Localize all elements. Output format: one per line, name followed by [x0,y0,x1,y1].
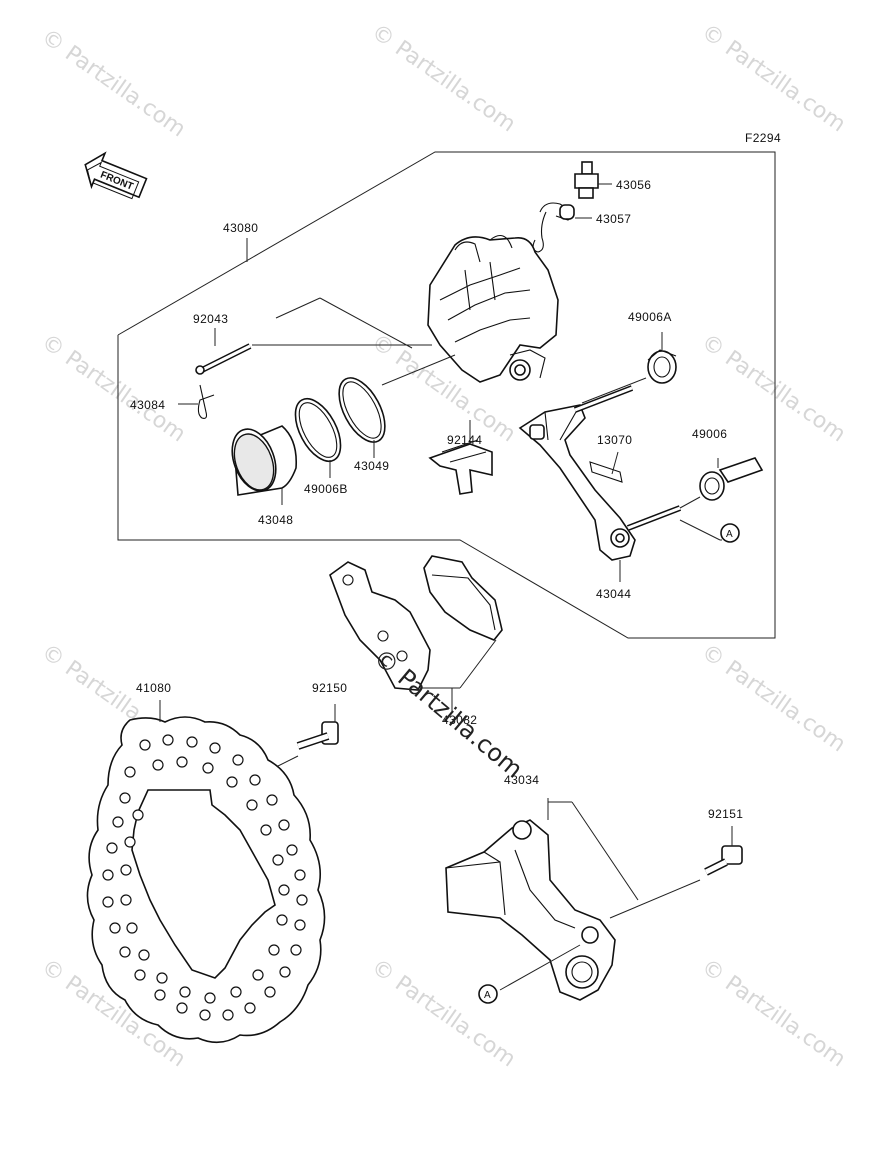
label-49006A: 49006A [628,310,672,324]
watermark: © Partzilla.com [367,19,520,137]
label-43084: 43084 [130,398,165,412]
callout-a-label: A [726,529,733,540]
watermark: © Partzilla.com [367,954,520,1072]
label-92151: 92151 [708,807,743,821]
label-43048: 43048 [258,513,293,527]
boot-49006A [647,349,677,384]
bleeder-valve [574,161,599,199]
label-92144: 92144 [447,433,482,447]
watermark: © Partzilla.com [697,954,850,1072]
label-92043: 92043 [193,312,228,326]
retaining-clip [197,384,215,419]
front-arrow-icon: FRONT [84,151,148,200]
label-43044: 43044 [596,587,631,601]
label-43082: 43082 [442,713,477,727]
caliper-piston [231,425,298,496]
caliper-assembly-outline [117,151,776,639]
dust-seal-43049 [338,377,386,443]
boot-49006 [699,457,764,501]
label-43034: 43034 [504,773,539,787]
disc-holes [102,734,308,1021]
caliper-pin [195,343,252,375]
label-49006: 49006 [692,427,727,441]
bracket-bolt [704,845,743,876]
label-43057: 43057 [596,212,631,226]
label-43049: 43049 [354,459,389,473]
caliper-body [427,234,559,383]
callout-a-top [720,523,740,543]
center-watermark: © Partzilla.com [368,643,528,783]
watermark: © Partzilla.com [697,639,850,757]
callout-a-label: A [484,990,491,1001]
callout-a-bottom [478,984,498,1004]
watermark: © Partzilla.com [37,329,190,447]
disc-bolt [296,721,339,750]
label-43056: 43056 [616,178,651,192]
label-43080: 43080 [223,221,258,235]
bleeder-cap [532,202,575,253]
watermark: © Partzilla.com [697,19,850,137]
caliper-mount-bracket [445,819,616,1001]
brake-pad-inner [423,555,503,641]
label-49006B: 49006B [304,482,348,496]
label-41080: 41080 [136,681,171,695]
caliper-bracket [518,385,682,561]
pad-spring [428,439,493,495]
label-92150: 92150 [312,681,347,695]
brake-disc [86,716,326,1044]
watermark: © Partzilla.com [37,24,190,142]
pad-plate [589,461,623,483]
piston-seal-49006B [294,398,342,462]
figure-code: F2294 [745,131,781,145]
label-13070: 13070 [597,433,632,447]
brake-pad-outer [329,561,431,691]
